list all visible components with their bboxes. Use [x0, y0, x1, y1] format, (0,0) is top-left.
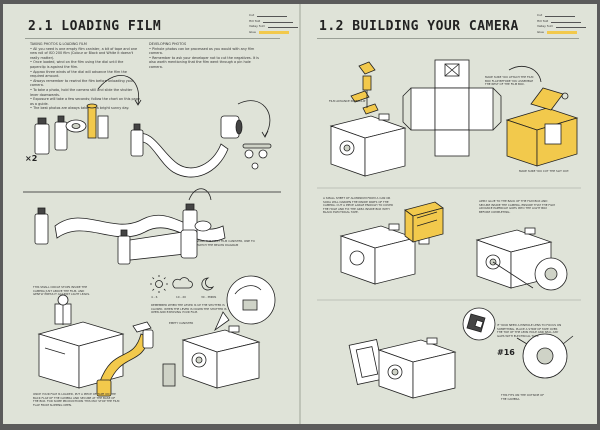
pinhole-detail-illustration	[516, 333, 574, 379]
camera-illustration	[329, 113, 407, 177]
exposure-value-sun: 4 - 6	[151, 295, 158, 299]
film-box-assembled-illustration	[505, 66, 579, 167]
x2-label: ×2	[25, 154, 38, 163]
sun-icon	[150, 275, 168, 293]
glue-note: APPLY GLUE TO THE BACK OF THE FILM BOX A…	[479, 199, 555, 214]
outside-note: THIS FITS ON THE OUTSIDE OF THE CAMERA.	[501, 393, 544, 401]
building-camera-illustrations	[317, 59, 581, 399]
camera-assembled-illustration	[475, 227, 568, 291]
legend-label: Hill fold	[249, 18, 261, 23]
pin-note: THIS SMALL CIRCLE STOPS INSIDE THE CAMER…	[33, 285, 91, 297]
film-canister-illustration	[34, 75, 142, 155]
list-item: Pinhole photos can be processed as you w…	[149, 47, 259, 56]
magnifier-callout	[214, 275, 276, 332]
tape-detail-illustration	[462, 307, 496, 341]
page-title: 1.2 BUILDING YOUR CAMERA	[319, 19, 519, 34]
legend-label: Hill fold	[537, 18, 549, 23]
cloud-icon	[172, 277, 193, 289]
list-item: Once loaded, wind on the film using the …	[30, 60, 140, 69]
divider	[25, 38, 280, 39]
moon-icon	[201, 277, 215, 291]
page-title: 2.1 LOADING FILM	[28, 19, 162, 34]
book-gutter	[299, 4, 301, 424]
camera-illustration	[181, 325, 261, 389]
legend-label: Valley fold	[249, 24, 265, 28]
threading-illustration	[34, 188, 226, 265]
section-heading: TAKING PHOTOS & LOADING FILM	[30, 42, 87, 46]
camera-box-illustration	[37, 294, 125, 389]
glue-box-illustration	[404, 201, 444, 243]
left-page: 2.1 LOADING FILM Cut Hill fold Valley fo…	[3, 4, 299, 424]
focus-note: IF YOUR NEED A PINHOLE LENS TO FOCUS ON …	[497, 323, 562, 338]
film-strip-illustration	[130, 100, 271, 178]
winding-note: WIND THE FIRST FILM CANISTER, ONE TO MAT…	[197, 239, 255, 247]
gap-note: MAKE SURE YOU CUT THE SLIT OUT.	[519, 169, 570, 173]
loading-note: ONCE YOUR FILM IS LOADED, PUT A PIECE OF…	[33, 392, 120, 407]
list-item: Always remember to rewind the film befor…	[30, 79, 140, 88]
film-box-net-illustration	[402, 59, 502, 157]
exposure-value-moon: 30 - 3mins	[201, 295, 217, 299]
list-item: Remember to ask your developer not to cu…	[149, 56, 259, 70]
legend-label: Glue	[249, 29, 256, 34]
list-item: The best photos are always taken on a br…	[30, 106, 140, 111]
spool-parts-illustration	[242, 143, 272, 170]
list-item: To take a photo, hold the camera still a…	[30, 88, 140, 97]
list-item: Approx three winds of the dial will adva…	[30, 70, 140, 79]
camera-final-illustration	[377, 337, 457, 399]
list-item: All you need is one empty film canister,…	[30, 47, 140, 61]
loading-film-illustrations	[23, 75, 281, 397]
exposure-value-cloud: 10 - 20	[176, 295, 186, 299]
divider	[317, 38, 579, 39]
paperclip-parts-illustration	[350, 61, 379, 115]
developing-section: DEVELOPING PHOTOS Pinhole photos can be …	[149, 42, 259, 70]
taking-photos-section: TAKING PHOTOS & LOADING FILM All you nee…	[30, 42, 140, 111]
legend: Cut Hill fold Valley fold Glue	[537, 13, 586, 35]
lens-cover-illustration	[348, 339, 386, 385]
list-item: Exposure will take a few seconds; follow…	[30, 97, 140, 106]
foil-note: A SMALL SHEET OF ALUMINIUM FROM A CAN OR…	[323, 196, 393, 215]
section-heading: DEVELOPING PHOTOS	[149, 42, 187, 46]
empty-canister-label: EMPTY CANISTER	[169, 321, 194, 325]
advance-label: FILM ADVANCE PAPERCLIP	[329, 99, 366, 103]
legend-label: Cut	[249, 13, 255, 17]
legend: Cut Hill fold Valley fold Glue	[249, 13, 298, 35]
fold-note: MAKE SURE YOU ATTACH THE FILM BOX FLAP B…	[485, 75, 534, 87]
right-page: 1.2 BUILDING YOUR CAMERA Cut Hill fold V…	[301, 4, 597, 424]
legend-label: Cut	[537, 13, 543, 17]
film-loading-illustration	[96, 321, 176, 397]
legend-label: Glue	[537, 29, 544, 34]
shutter-note: REMEMBER WHEN THE LEVER IS UP THE SHUTTE…	[151, 303, 227, 315]
legend-label: Valley fold	[537, 24, 553, 28]
piece-number-label: #16	[497, 348, 515, 357]
